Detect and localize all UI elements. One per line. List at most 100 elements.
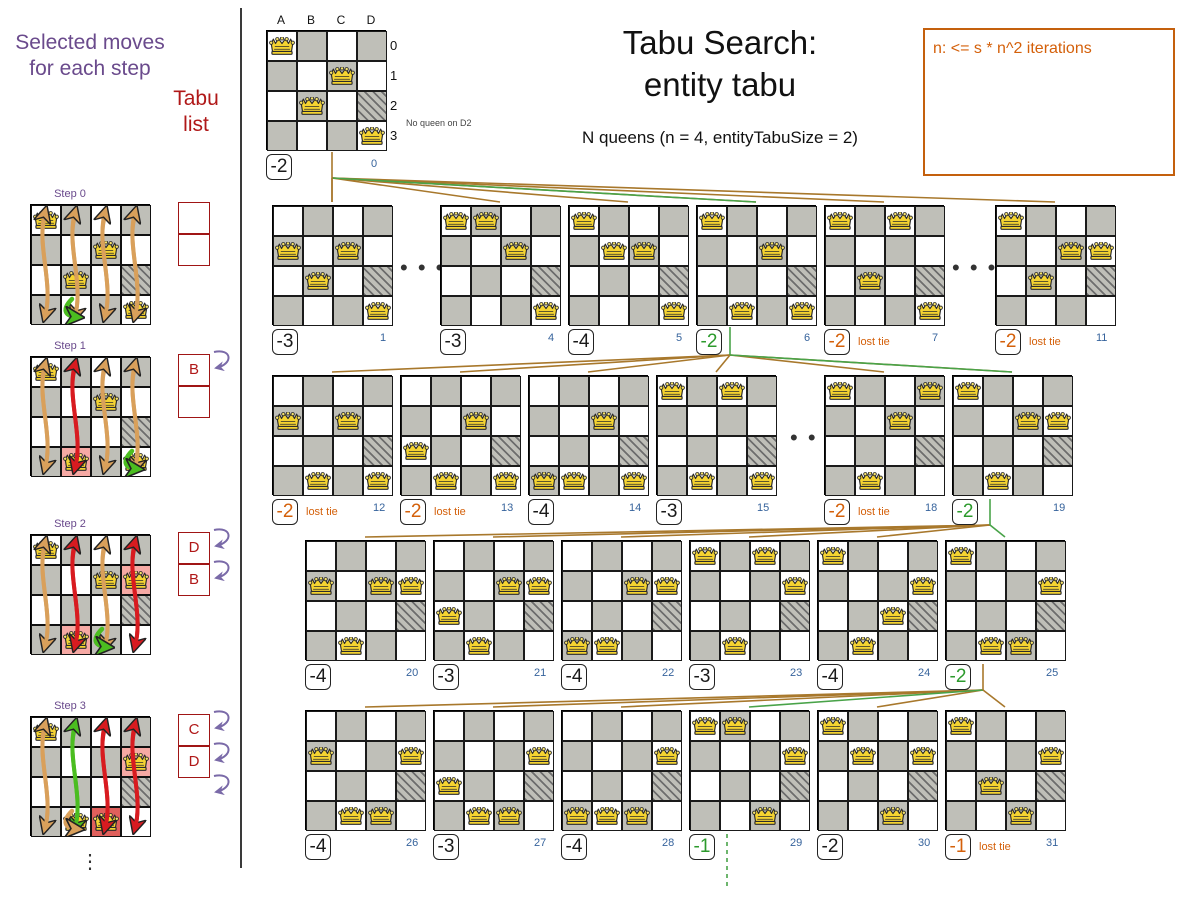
rank-label-1: 1 [390, 68, 398, 83]
board-cell-B2 [559, 436, 589, 466]
board-cell-B3 [303, 296, 333, 326]
board-cell-D3 [915, 296, 945, 326]
tabu-shift-arrows [213, 350, 230, 372]
board-cell-C2 [622, 771, 652, 801]
board-cell-B2 [464, 771, 494, 801]
board-cell-A2 [996, 266, 1026, 296]
board-ellipsis: • • • [952, 255, 998, 280]
board-cell-C3 [885, 466, 915, 496]
board-cell-D1 [396, 741, 426, 771]
board-cell-A3 [657, 466, 687, 496]
board-cell-D1 [747, 406, 777, 436]
board-cell-A3 [690, 631, 720, 661]
board-cell-B3 [464, 631, 494, 661]
board-cell-D2 [652, 771, 682, 801]
board-cell-B1 [976, 571, 1006, 601]
board-cell-B0 [464, 711, 494, 741]
board-cell-B3 [855, 466, 885, 496]
board-cell-C2 [1006, 771, 1036, 801]
board-cell-D3 [780, 801, 810, 831]
board-cell-A3 [818, 801, 848, 831]
board-cell-D3 [652, 801, 682, 831]
board-cell-D1 [491, 406, 521, 436]
board-cell-A1 [690, 741, 720, 771]
board-cell-D0 [619, 376, 649, 406]
board-cell-B1 [687, 406, 717, 436]
board-cell-C0 [494, 711, 524, 741]
board-cell-D2 [787, 266, 817, 296]
board-cell-B0 [1026, 206, 1056, 236]
board-cell-D1 [780, 571, 810, 601]
board-index-20: 20 [406, 667, 419, 679]
board-cell-C0 [750, 541, 780, 571]
board-cell-C1 [589, 406, 619, 436]
board-cell-D1 [363, 236, 393, 266]
board-cell-C3 [622, 801, 652, 831]
board-cell-D3 [363, 466, 393, 496]
lost-tie-label-31: lost tie [979, 841, 1011, 853]
board-cell-D3 [396, 801, 426, 831]
chess-board-1 [272, 205, 393, 326]
board-cell-C3 [501, 296, 531, 326]
board-cell-C3 [750, 801, 780, 831]
board-cell-D2 [908, 771, 938, 801]
board-cell-C1 [494, 741, 524, 771]
board-cell-A0 [946, 541, 976, 571]
chess-board-26 [305, 710, 426, 831]
board-cell-B1 [855, 236, 885, 266]
page-title: Tabu Search: entity tabu [520, 22, 920, 106]
chess-board-4 [440, 205, 561, 326]
board-cell-D0 [1036, 541, 1066, 571]
board-cell-C2 [885, 266, 915, 296]
board-cell-B2 [720, 601, 750, 631]
tabu-cell-1: B [178, 564, 210, 596]
board-cell-B2 [303, 266, 333, 296]
board-cell-B3 [976, 801, 1006, 831]
board-cell-A2 [697, 266, 727, 296]
board-cell-A1 [434, 571, 464, 601]
board-cell-C3 [1006, 801, 1036, 831]
board-index-14: 14 [629, 502, 642, 514]
board-cell-C2 [333, 436, 363, 466]
board-cell-D0 [652, 541, 682, 571]
board-cell-A2 [434, 601, 464, 631]
board-cell-A1 [273, 406, 303, 436]
step-title: Step 3 [54, 700, 86, 712]
board-cell-B1 [848, 571, 878, 601]
board-index-11: 11 [1096, 332, 1108, 344]
board-cell-B3 [592, 631, 622, 661]
board-cell-C2 [750, 601, 780, 631]
board-cell-A2 [818, 601, 848, 631]
board-cell-A0 [306, 711, 336, 741]
chess-board-30 [817, 710, 938, 831]
step-title: Step 2 [54, 518, 86, 530]
board-cell-D2 [619, 436, 649, 466]
board-cell-D3 [619, 466, 649, 496]
board-index-21: 21 [534, 667, 547, 679]
board-cell-B0 [599, 206, 629, 236]
board-score-1: -3 [272, 329, 298, 355]
board-cell-D2 [531, 266, 561, 296]
board-cell-D0 [915, 376, 945, 406]
board-cell-A2 [401, 436, 431, 466]
board-cell-D2 [524, 601, 554, 631]
board-cell-C2 [366, 601, 396, 631]
board-cell-A3 [273, 296, 303, 326]
board-cell-D1 [1086, 236, 1116, 266]
board-cell-C0 [622, 711, 652, 741]
tabu-cell-1 [178, 234, 210, 266]
chess-board-12 [272, 375, 393, 496]
board-score-21: -3 [433, 664, 459, 690]
board-cell-B2 [687, 436, 717, 466]
board-score-25: -2 [945, 664, 971, 690]
board-cell-C1 [1056, 236, 1086, 266]
board-cell-D1 [524, 571, 554, 601]
board-cell-C3 [366, 631, 396, 661]
board-cell-B2 [471, 266, 501, 296]
board-cell-C0 [366, 711, 396, 741]
board-cell-C2 [750, 771, 780, 801]
board-cell-C1 [885, 236, 915, 266]
board-cell-C0 [1056, 206, 1086, 236]
board-cell-C1 [1006, 741, 1036, 771]
board-cell-A3 [562, 801, 592, 831]
